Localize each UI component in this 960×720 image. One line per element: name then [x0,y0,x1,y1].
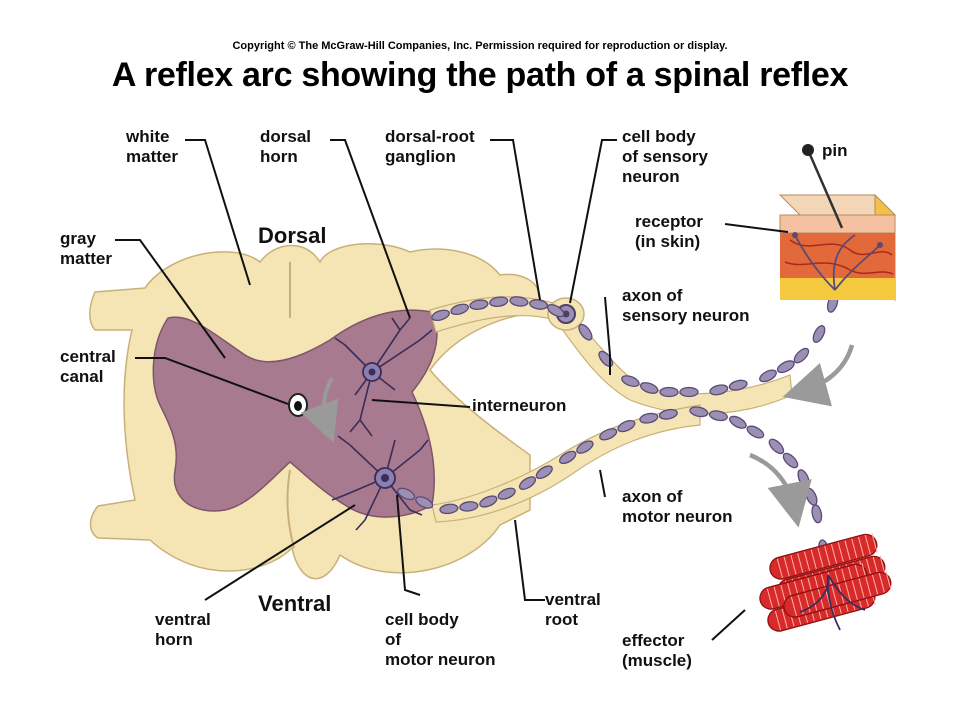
skin-block [778,193,897,302]
label-ventral-root: ventral root [545,590,601,629]
motor-axon-segment [497,487,516,500]
sensory-direction-arrow [782,344,855,407]
sensory-axon-segment [509,296,529,307]
label-central-canal: central canal [60,347,116,386]
muscle-effector [759,533,892,632]
label-dorsal-root-ganglion: dorsal-root ganglion [385,127,475,166]
sensory-axon-segment [489,296,509,307]
sensory-axon-segment [776,360,795,374]
label-pin: pin [822,141,848,160]
motor-axon-segment [599,428,618,441]
sensory-axon-segment [709,384,729,396]
label-cell-body-sensory-neuron: cell body of sensory neuron [622,127,708,186]
sensory-axon-segment [759,369,777,383]
sensory-axon-segment [621,375,640,387]
motor-axon-segment [658,408,678,420]
label-white-matter: white matter [126,127,178,166]
label-receptor: receptor (in skin) [635,212,704,251]
label-dorsal-horn: dorsal horn [260,127,312,166]
sensory-axon-segment [450,303,470,316]
motor-axon-segment [459,501,479,512]
label-ventral: Ventral [258,591,332,616]
ventral-median-fissure [286,469,295,549]
page-title: A reflex arc showing the path of a spina… [111,56,849,94]
sensory-axon-segment [679,386,699,398]
leader-lines [115,139,789,641]
motor-axon-segment [708,410,728,422]
motor-axon-segment [811,504,823,524]
motor-end-plate [799,574,866,631]
sensory-axon-segment [812,325,826,343]
motor-axon-segment [746,425,765,439]
motor-axon-segment [535,465,553,480]
label-dorsal: Dorsal [258,223,327,248]
sensory-axon-segment [639,382,659,394]
muscle-fiber [769,533,878,580]
sensory-axon-segment [469,299,489,310]
sensory-axon-segment [659,386,679,398]
motor-axon-segment [558,450,577,465]
motor-axon-segment [782,452,799,469]
label-interneuron: interneuron [472,396,567,415]
pin-object [802,144,844,229]
label-gray-matter: gray matter [60,229,112,268]
motor-axon-segment [805,487,818,506]
motor-axon-segment [797,469,810,488]
label-effector: effector (muscle) [622,631,692,670]
sensory-axon-segment [728,379,748,391]
label-ventral-horn: ventral horn [155,610,211,649]
motor-axon-segment [729,415,747,429]
motor-neuron-cell [331,435,429,531]
motor-axon-segment [576,440,594,454]
motor-axon-segment [768,438,785,455]
label-axon-sensory-neuron: axon of sensory neuron [622,286,750,325]
sensory-axon-segment [431,309,450,322]
signal-direction-arrow [300,376,339,443]
sensory-axon-segment [546,303,565,318]
motor-axon-segment [518,476,537,490]
motor-direction-arrow [749,452,812,528]
motor-axon-segment [479,495,498,508]
sensory-axon-segment [578,323,593,341]
interneuron-cell [334,317,433,437]
motor-axon-segment [397,487,416,501]
sensory-axon-segment [793,347,810,364]
label-cell-body-motor-neuron: cell body of motor neuron [385,610,496,669]
motor-axon-segment [617,419,636,433]
copyright-notice: Copyright © The McGraw-Hill Companies, I… [232,40,728,52]
motor-axon-segment [689,406,709,418]
motor-axon-segment [639,412,659,424]
label-axon-motor-neuron: axon of motor neuron [622,487,733,526]
motor-axon-segment [439,503,459,515]
motor-axon-segment [415,496,434,509]
